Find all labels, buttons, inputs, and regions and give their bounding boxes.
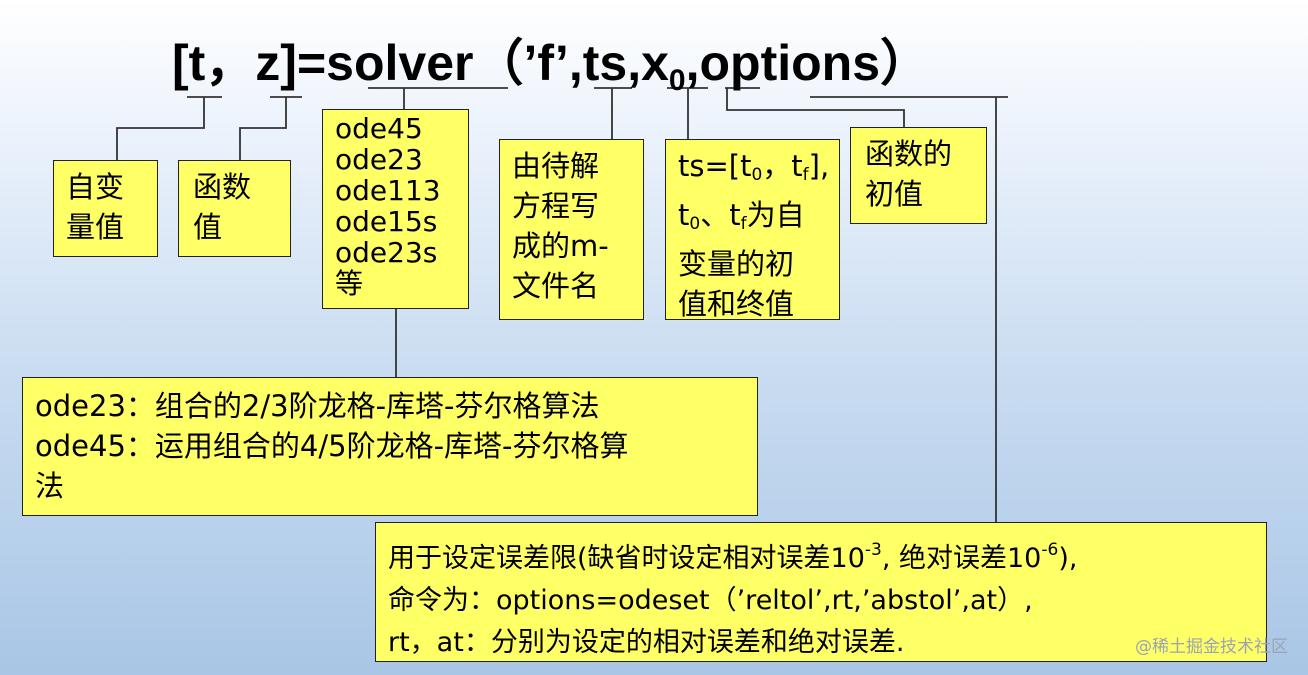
title-comma: ,	[627, 35, 642, 91]
title-x-sub: 0	[668, 64, 686, 97]
title-solver: solver	[326, 35, 474, 91]
box-solver-list: ode45 ode23 ode113 ode15s ode23s 等	[322, 109, 469, 309]
connector-initial	[726, 88, 905, 127]
connector-independent	[116, 97, 205, 160]
title-options: options	[699, 35, 881, 91]
ts-line-3: 变量的初	[678, 247, 795, 281]
box-independent-variable: 自变 量值	[53, 160, 158, 257]
ts-line-2: t0、tf为自	[678, 198, 805, 234]
box-ts-range: ts=[t0，tf], t0、tf为自 变量的初 值和终值	[665, 139, 840, 321]
box-mfile-name: 由待解 方程写 成的m- 文件名	[499, 139, 644, 320]
box-options-description: 用于设定误差限(缺省时设定相对误差10-3, 绝对误差10-6), 命令为：op…	[375, 522, 1267, 662]
title-open: （’f’,	[473, 35, 583, 91]
box-function-value: 函数 值	[178, 160, 291, 257]
ts-line-1: ts=[t0，tf],	[678, 149, 830, 185]
watermark: @稀土掘金技术社区	[1135, 637, 1288, 657]
title-x: x	[641, 35, 669, 91]
ts-line-4: 值和终值	[678, 287, 795, 321]
function-signature: [t，z]=solver（’f’,ts,x0,options）	[172, 30, 930, 114]
title-outputs: [t，z]=	[172, 35, 327, 91]
title-ts: ts	[582, 35, 628, 91]
box-initial-value: 函数的 初值	[850, 127, 987, 224]
title-comma2: ,	[685, 35, 700, 91]
box-algorithm-description: ode23：组合的2/3阶龙格-库塔-芬尔格算法 ode45：运用组合的4/5阶…	[22, 377, 758, 516]
options-line-3: rt，at：分别为设定的相对误差和绝对误差.	[388, 627, 905, 658]
title-close: ）	[880, 35, 931, 91]
connector-function-value	[239, 97, 287, 160]
options-line-2: 命令为：options=odeset（’reltol’,rt,’abstol’,…	[388, 585, 1033, 616]
options-line-1: 用于设定误差限(缺省时设定相对误差10-3, 绝对误差10-6),	[388, 540, 1078, 574]
